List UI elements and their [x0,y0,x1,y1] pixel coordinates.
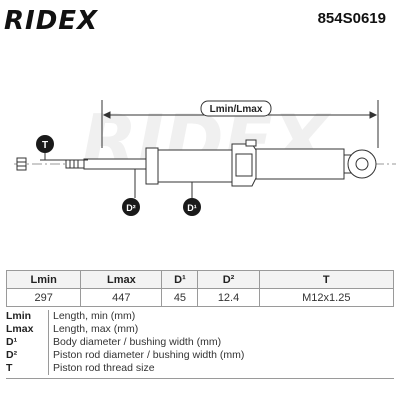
shock-absorber-drawing: RIDEX Lmin/Lmax [14,99,396,216]
callout-t-marker [36,135,54,153]
spec-value-lmax: 447 [80,288,163,307]
piston-rod-thread [65,159,85,169]
spec-header-lmax: Lmax [80,270,163,289]
spec-value-d1: 45 [161,288,199,307]
callout-d2-marker [122,198,140,216]
legend-key: T [6,362,13,374]
spec-table: Lmin Lmax D¹ D² T 297 447 45 12.4 M12x1.… [5,270,395,307]
spec-header-lmin: Lmin [5,270,82,289]
spec-header-d2: D² [197,270,260,289]
spec-value-t: M12x1.25 [258,288,395,307]
shock-body [145,139,345,187]
piston-rod [83,158,147,170]
dimension-label: Lmin/Lmax [210,104,263,115]
brand-logo: RIDEX [4,6,99,36]
legend-key: D² [6,349,18,361]
header: RIDEX 854S0619 [0,0,400,36]
legend-row: Lmax Length, max (mm) [6,323,394,336]
eye-mount [343,149,377,179]
legend-desc: Body diameter / bushing width (mm) [48,336,221,349]
rod-nut [16,157,27,171]
spec-header-t: T [258,270,395,289]
legend-desc: Piston rod thread size [48,362,155,375]
spec-value-d2: 12.4 [197,288,260,307]
legend-desc: Length, max (mm) [48,323,138,336]
legend-desc: Piston rod diameter / bushing width (mm) [48,349,244,362]
legend-key: Lmin [6,310,32,322]
legend-key: D¹ [6,336,18,348]
callout-t-label: T [42,140,48,151]
dimension-label-box [200,100,272,117]
legend: Lmin Length, min (mm) Lmax Length, max (… [6,310,394,375]
callout-d1-marker [183,198,201,216]
legend-row: D¹ Body diameter / bushing width (mm) [6,336,394,349]
callout-d2-label: D² [126,203,136,213]
legend-row: T Piston rod thread size [6,362,394,375]
part-number: 854S0619 [317,10,386,27]
legend-divider [6,378,394,379]
callout-d1-label: D¹ [187,203,197,213]
callout-t-leader [40,153,88,161]
legend-row: D² Piston rod diameter / bushing width (… [6,349,394,362]
legend-key: Lmax [6,323,34,335]
legend-row: Lmin Length, min (mm) [6,310,394,323]
spec-header-row: Lmin Lmax D¹ D² T [5,270,395,289]
legend-desc: Length, min (mm) [48,310,135,323]
spec-value-lmin: 297 [5,288,82,307]
spec-value-row: 297 447 45 12.4 M12x1.25 [5,288,395,307]
spec-header-d1: D¹ [161,270,199,289]
